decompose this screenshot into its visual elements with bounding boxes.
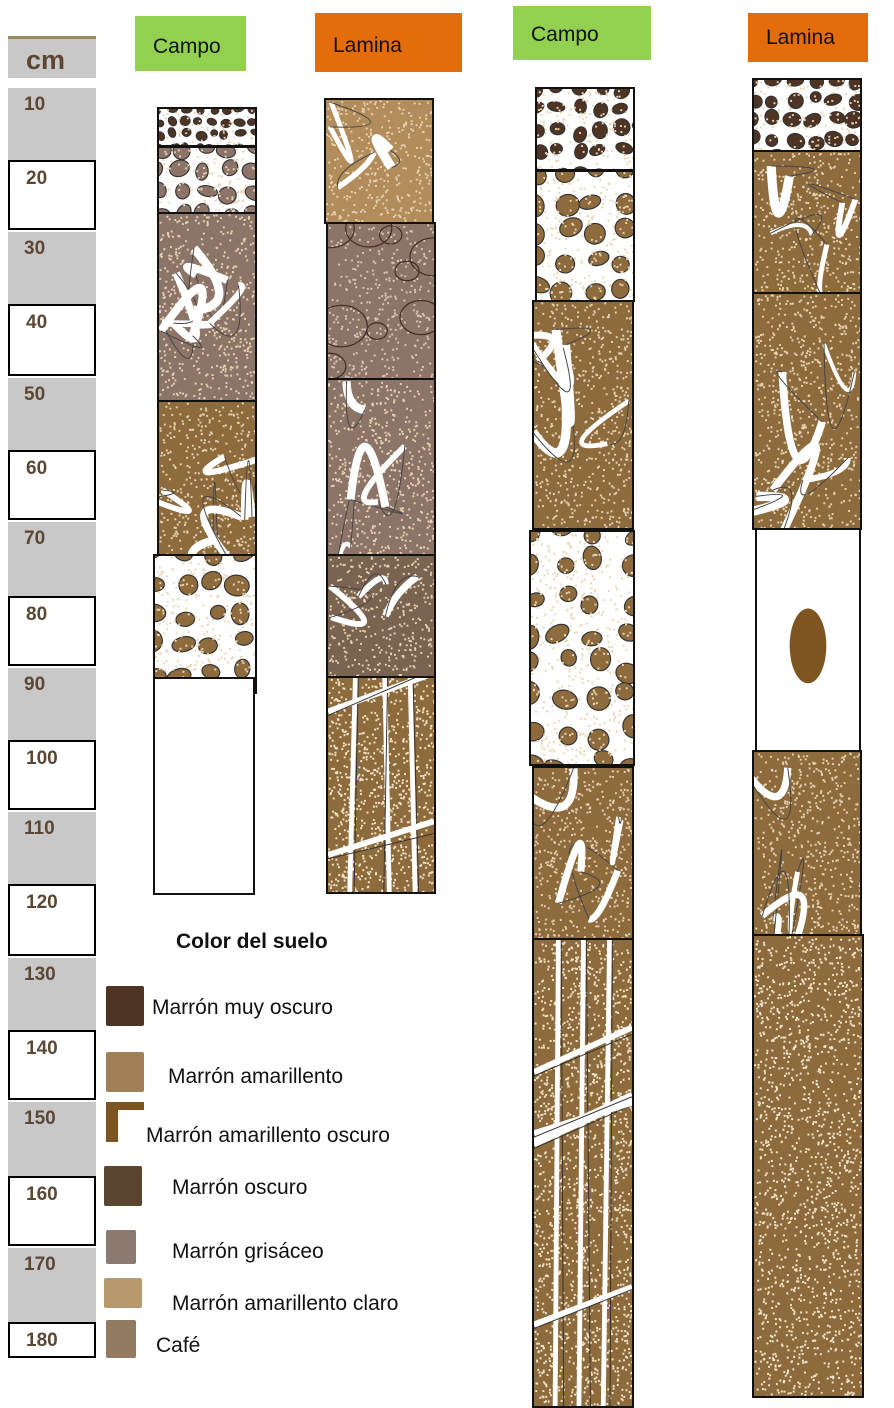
- legend-label: Marrón amarillento oscuro: [146, 1124, 390, 1148]
- soil-pattern: [159, 214, 255, 400]
- column-header-campo-1: Campo: [135, 16, 246, 71]
- column-header-campo-2: Campo: [513, 6, 651, 60]
- soil-horizon-col2-layer-5: [326, 676, 436, 894]
- soil-pattern: [328, 380, 434, 554]
- legend-label: Marrón amarillento claro: [172, 1292, 398, 1316]
- legend-swatch-amarillento-oscuro: [106, 1102, 144, 1142]
- soil-horizon-col4-layer-5: [752, 750, 862, 938]
- soil-pattern: [534, 768, 632, 938]
- soil-pattern: [754, 294, 860, 528]
- legend-label: Marrón grisáceo: [172, 1240, 324, 1264]
- legend-swatch-cafe: [106, 1320, 136, 1358]
- legend-label: Marrón amarillento: [168, 1065, 343, 1089]
- legend-swatch-amarillento: [106, 1052, 144, 1092]
- soil-horizon-col3-layer-4: [529, 530, 635, 766]
- soil-horizon-col4-layer-4: [755, 528, 861, 752]
- soil-pattern: [159, 109, 255, 145]
- soil-pattern: [537, 172, 633, 300]
- soil-horizon-col1-layer-4: [157, 400, 257, 556]
- soil-pattern: [328, 678, 434, 892]
- soil-horizon-col2-layer-1: [324, 98, 434, 224]
- depth-tick-70: 70: [8, 522, 96, 596]
- soil-pattern: [159, 148, 255, 212]
- soil-horizon-col1-layer-6: [153, 677, 255, 895]
- soil-horizon-col4-layer-6: [752, 934, 864, 1398]
- legend-swatch-oscuro: [104, 1166, 142, 1206]
- soil-pattern: [534, 940, 632, 1406]
- soil-pattern: [159, 402, 255, 554]
- depth-tick-60: 60: [8, 450, 96, 520]
- soil-pattern: [754, 80, 860, 152]
- legend-swatch-muy-oscuro: [106, 986, 144, 1026]
- depth-tick-130: 130: [8, 958, 96, 1030]
- depth-tick-90: 90: [8, 668, 96, 740]
- soil-horizon-col2-layer-2: [326, 222, 436, 380]
- depth-tick-140: 140: [8, 1030, 96, 1100]
- soil-pattern: [754, 152, 860, 292]
- legend-label: Café: [156, 1334, 200, 1358]
- soil-horizon-col4-layer-1: [752, 78, 862, 154]
- soil-pattern: [537, 89, 633, 169]
- soil-horizon-col2-layer-3: [326, 378, 436, 556]
- soil-horizon-col1-layer-3: [157, 212, 257, 402]
- depth-tick-10: 10: [8, 88, 96, 160]
- soil-horizon-col4-layer-2: [752, 150, 862, 294]
- legend-label: Marrón muy oscuro: [152, 996, 333, 1020]
- depth-tick-150: 150: [8, 1102, 96, 1176]
- soil-pattern: [534, 302, 632, 528]
- soil-pattern: [531, 532, 633, 764]
- legend-title: Color del suelo: [176, 930, 328, 954]
- soil-horizon-col3-layer-5: [532, 766, 634, 940]
- soil-horizon-col3-layer-3: [532, 300, 634, 530]
- depth-tick-180: 180: [8, 1322, 96, 1358]
- soil-horizon-col3-layer-6: [532, 938, 634, 1408]
- soil-pattern: [155, 556, 255, 692]
- legend-swatch-amarillento-claro: [104, 1278, 142, 1308]
- depth-tick-170: 170: [8, 1248, 96, 1322]
- soil-horizon-col4-layer-3: [752, 292, 862, 530]
- depth-tick-50: 50: [8, 378, 96, 450]
- depth-tick-20: 20: [8, 160, 96, 230]
- soil-pattern: [328, 224, 434, 378]
- soil-pattern: [754, 752, 860, 936]
- soil-horizon-col1-layer-1: [157, 107, 257, 147]
- depth-tick-160: 160: [8, 1176, 96, 1246]
- soil-horizon-col2-layer-4: [326, 554, 436, 678]
- soil-horizon-col1-layer-2: [157, 146, 257, 214]
- depth-tick-100: 100: [8, 740, 96, 810]
- depth-unit-label: cm: [8, 36, 96, 78]
- soil-horizon-col3-layer-1: [535, 87, 635, 171]
- soil-pattern: [754, 936, 862, 1396]
- soil-pattern: [326, 100, 432, 222]
- column-header-lamina-2: Lamina: [748, 13, 868, 62]
- legend-swatch-grisaceo: [106, 1230, 136, 1264]
- depth-tick-120: 120: [8, 884, 96, 956]
- depth-tick-30: 30: [8, 232, 96, 304]
- soil-pattern: [757, 530, 859, 750]
- depth-tick-40: 40: [8, 304, 96, 376]
- soil-pattern: [328, 556, 434, 676]
- soil-horizon-col1-layer-5: [153, 554, 257, 694]
- column-header-lamina-1: Lamina: [315, 13, 462, 72]
- depth-tick-80: 80: [8, 596, 96, 666]
- soil-horizon-col3-layer-2: [535, 170, 635, 302]
- depth-tick-110: 110: [8, 812, 96, 884]
- legend-label: Marrón oscuro: [172, 1176, 307, 1200]
